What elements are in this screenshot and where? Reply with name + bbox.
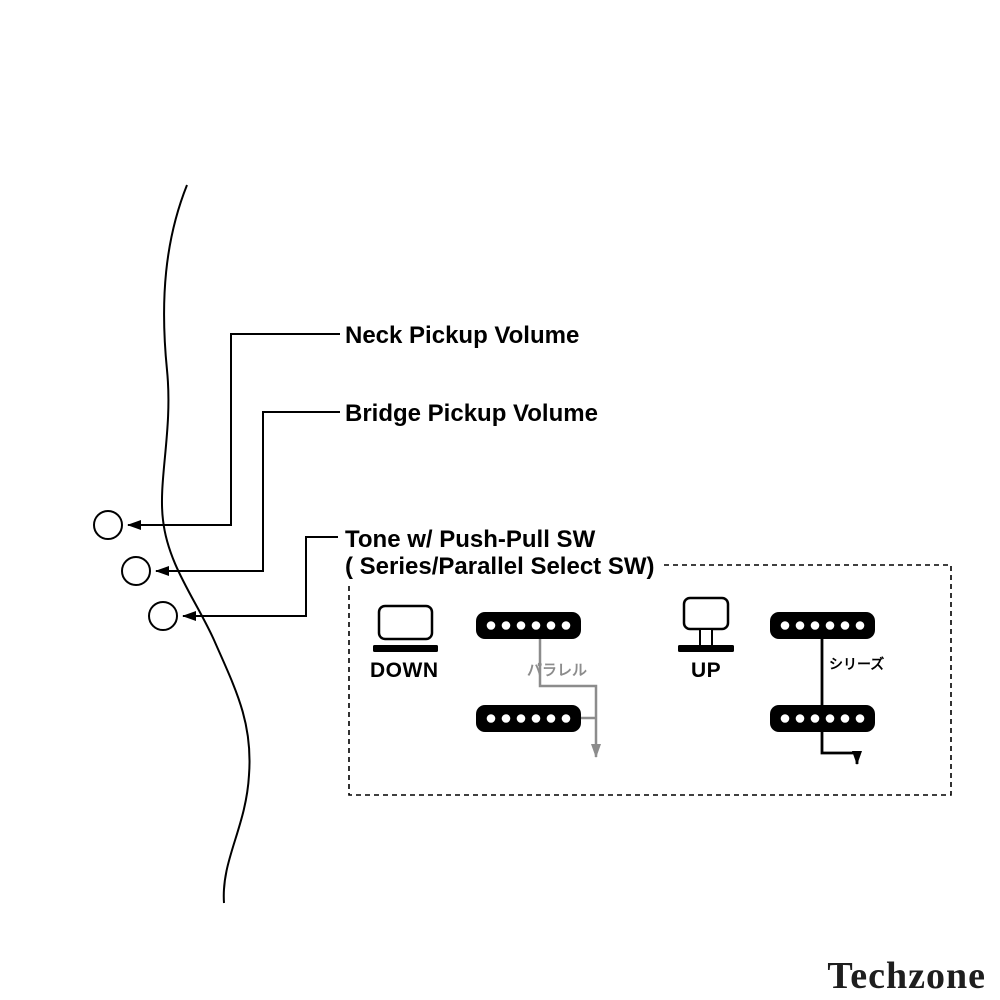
- tone-label-line1: Tone w/ Push-Pull SW: [345, 526, 596, 553]
- neck-volume-label: Neck Pickup Volume: [345, 322, 580, 349]
- tone-pointer-line: [182, 536, 338, 621]
- switch-down-label: DOWN: [370, 659, 439, 682]
- parallel-wiring-label: パラレル: [527, 662, 588, 679]
- push-pull-up-icon: [678, 596, 734, 652]
- bridge-pointer-line: [155, 411, 340, 576]
- neck-volume-knob: [93, 510, 123, 540]
- push-pull-down-icon: [373, 604, 438, 652]
- guitar-body-outline: [160, 184, 251, 904]
- switch-detail-box: [348, 564, 952, 796]
- series-neck-pickup: [770, 612, 875, 639]
- neck-pointer-line: [127, 333, 340, 530]
- switch-up-label: UP: [691, 659, 722, 682]
- tone-knob: [148, 601, 178, 631]
- series-wiring-label: シリーズ: [829, 656, 885, 672]
- tone-label-line2: ( Series/Parallel Select SW): [345, 552, 663, 583]
- series-bridge-pickup: [770, 705, 875, 732]
- techzone-watermark: Techzone: [827, 955, 986, 997]
- bridge-volume-label: Bridge Pickup Volume: [345, 400, 598, 427]
- parallel-bridge-pickup: [476, 705, 581, 732]
- bridge-volume-knob: [121, 556, 151, 586]
- parallel-wire-main: [538, 639, 601, 758]
- parallel-neck-pickup: [476, 612, 581, 639]
- series-wire-output: [820, 732, 862, 765]
